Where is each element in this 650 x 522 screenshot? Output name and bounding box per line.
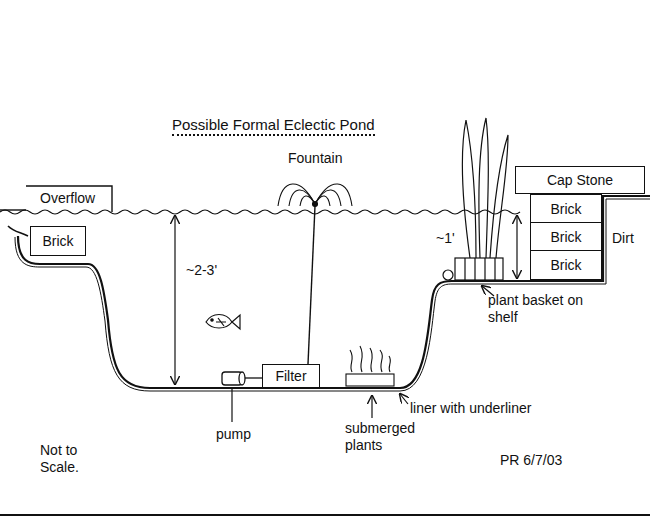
diagram-title: Possible Formal Eclectic Pond bbox=[172, 116, 375, 136]
node-label: Brick bbox=[546, 229, 585, 245]
brick-box: Brick bbox=[530, 222, 602, 251]
annotation-label: ~2-3' bbox=[184, 262, 219, 279]
node-label: Brick bbox=[38, 233, 77, 249]
fish bbox=[206, 315, 240, 330]
annotation-label: submerged plants bbox=[345, 420, 427, 454]
annotation-label: pump bbox=[216, 426, 251, 443]
annotation-label: Not to Scale. bbox=[40, 442, 102, 476]
annotation-label: Fountain bbox=[288, 150, 342, 167]
water-surface bbox=[0, 210, 520, 214]
fountain-spray bbox=[278, 184, 352, 207]
brick-box: Brick bbox=[30, 226, 86, 256]
underliner bbox=[15, 199, 650, 391]
shelf-depth-arrow bbox=[516, 216, 517, 278]
pump-symbol bbox=[222, 372, 262, 385]
plant-basket bbox=[443, 118, 508, 280]
cap-stone: Cap Stone bbox=[515, 166, 645, 194]
brick-box: Brick bbox=[530, 250, 602, 280]
node-label: Cap Stone bbox=[543, 172, 617, 188]
node-label: Brick bbox=[546, 201, 585, 217]
node-label: Filter bbox=[271, 368, 310, 384]
annotation-label: liner with underliner bbox=[410, 400, 531, 417]
brick-box: Brick bbox=[530, 194, 602, 223]
node-label: Brick bbox=[546, 257, 585, 273]
fountain-pipe bbox=[308, 206, 315, 364]
overflow-outline bbox=[26, 186, 112, 212]
filter-box: Filter bbox=[262, 364, 320, 388]
submerged-plants bbox=[346, 346, 394, 386]
annotation-label: PR 6/7/03 bbox=[500, 452, 562, 469]
frame-line bbox=[0, 514, 650, 516]
annotation-label: ~1' bbox=[436, 230, 455, 247]
annotation-label: Dirt bbox=[612, 230, 634, 247]
depth-arrow bbox=[174, 216, 175, 384]
annotation-label: plant basket on shelf bbox=[488, 292, 600, 326]
overflow-pipe bbox=[8, 226, 28, 236]
pond-liner bbox=[18, 196, 650, 388]
annotation-label: Overflow bbox=[38, 190, 97, 207]
